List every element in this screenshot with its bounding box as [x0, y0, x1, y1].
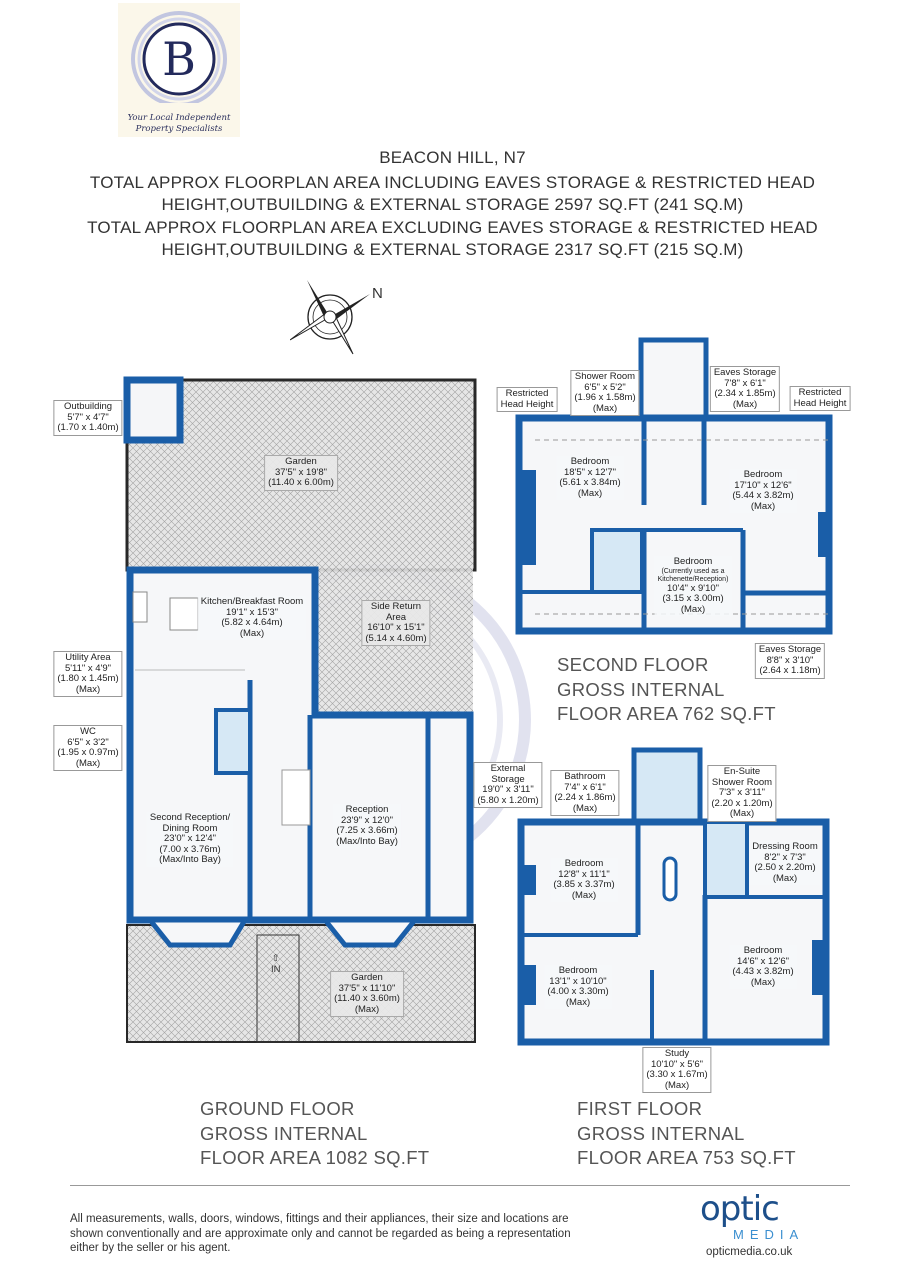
area-including-line-1: TOTAL APPROX FLOORPLAN AREA INCLUDING EA…: [89, 173, 816, 192]
entrance-marker: ⇧ IN: [271, 953, 281, 975]
optic-media-wordmark: optic: [700, 1189, 780, 1229]
footer-disclaimer: All measurements, walls, doors, windows,…: [70, 1213, 571, 1254]
logo-letter: B: [162, 32, 196, 86]
optic-media-sub: MEDIA: [733, 1227, 805, 1242]
optic-media-logo: optic MEDIA opticmedia.co.uk: [700, 1189, 820, 1265]
area-excluding-line-2: HEIGHT,OUTBUILDING & EXTERNAL STORAGE 23…: [161, 240, 744, 259]
up-arrow-icon: ⇧: [271, 953, 280, 964]
agency-logo-emblem: [131, 11, 227, 107]
logo-tagline-1: Your Local Independent: [127, 113, 231, 123]
compass-north-label: N: [372, 285, 383, 302]
compass-rose-icon: [290, 280, 370, 355]
property-address: BEACON HILL, N7: [379, 148, 526, 167]
area-excluding-line-1: TOTAL APPROX FLOORPLAN AREA EXCLUDING EA…: [87, 218, 818, 237]
optic-media-url: opticmedia.co.uk: [706, 1246, 793, 1258]
agency-logo: B Your Local Independent Property Specia…: [118, 3, 240, 137]
logo-tagline-2: Property Specialists: [135, 124, 223, 134]
area-including-line-2: HEIGHT,OUTBUILDING & EXTERNAL STORAGE 25…: [161, 195, 744, 214]
footer-divider: [70, 1185, 850, 1186]
